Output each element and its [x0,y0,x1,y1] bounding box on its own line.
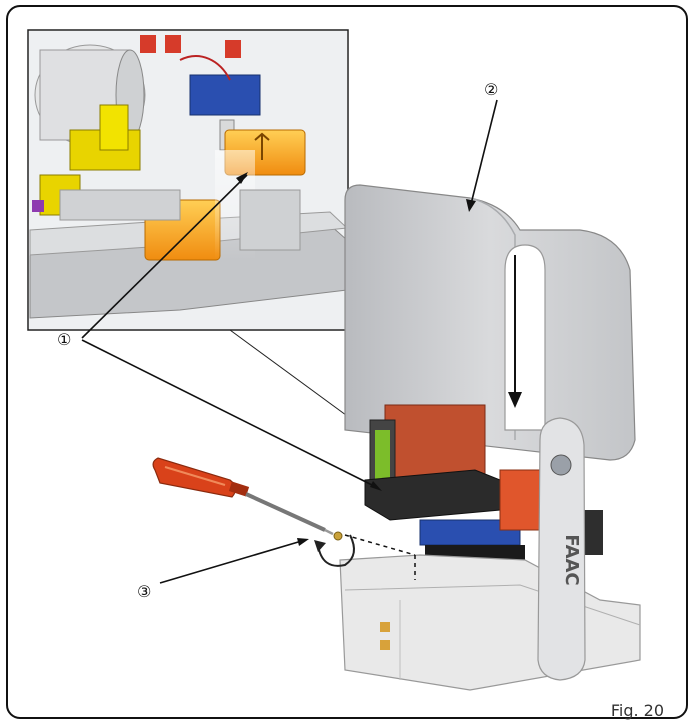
brand-logo: FAAC [561,534,582,585]
operator-body: FAAC [339,404,641,691]
callout-1: ① [57,330,71,349]
figure-caption: Fig. 20 [610,701,664,720]
callout-2: ② [484,80,498,99]
rotate-arrow [317,534,355,567]
cover-assembly [344,184,636,461]
screwdriver [152,457,343,541]
leader-lines [81,99,498,584]
callout-3: ③ [137,582,151,601]
detail-inset [27,29,421,441]
